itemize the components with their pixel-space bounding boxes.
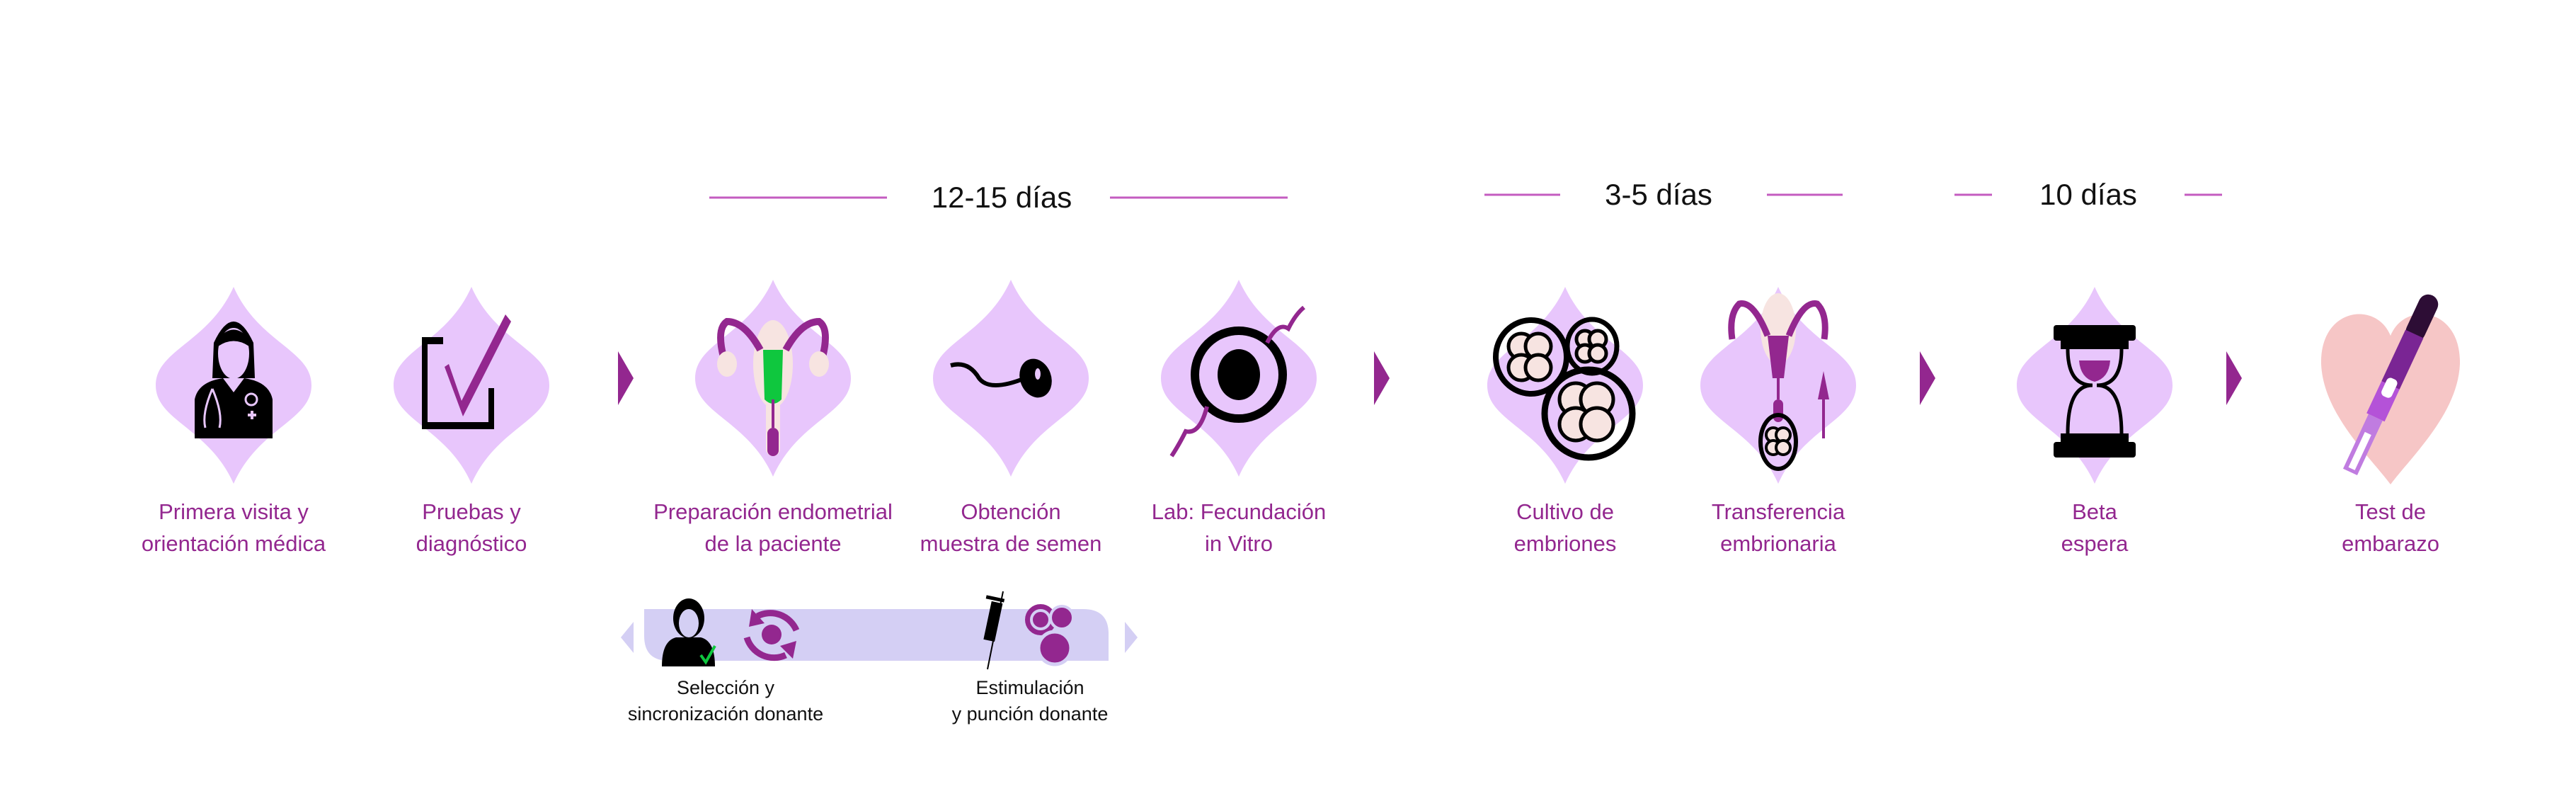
embryos-icon: [1493, 317, 1636, 461]
step-label: Primera visita y: [159, 499, 309, 524]
step-label: orientación médica: [142, 531, 326, 556]
step-ivf-lab: Lab: Fecundación in Vitro: [1152, 280, 1326, 556]
uterus-icon: [717, 317, 829, 456]
step-semen-sample: Obtención muestra de semen: [920, 280, 1102, 556]
step-tests: Pruebas y diagnóstico: [394, 287, 549, 556]
phase-label: 12-15 días: [932, 181, 1072, 214]
phase-header-12-15: 12-15 días: [709, 181, 1288, 214]
step-pregnancy-test: Test de embarazo: [2320, 294, 2461, 556]
phase-label: 3-5 días: [1605, 178, 1712, 211]
arrow-right-icon: [1374, 351, 1390, 405]
hourglass-icon: [2054, 325, 2136, 458]
donor-label: Selección y: [677, 677, 775, 698]
step-label: Pruebas y: [422, 499, 521, 524]
sperm-icon: [950, 358, 1052, 398]
step-label: in Vitro: [1205, 531, 1273, 556]
step-label: embarazo: [2342, 531, 2439, 556]
phase-header-10: 10 días: [1954, 178, 2222, 211]
doctor-icon: [195, 322, 273, 438]
step-embryo-culture: Cultivo de embriones: [1487, 287, 1643, 556]
arrow-right-icon: [1920, 351, 1935, 405]
arrow-left-icon[interactable]: [621, 622, 634, 653]
step-beta-wait: Beta espera: [2017, 287, 2173, 556]
embryo-transfer-icon: [1728, 293, 1829, 471]
step-label: de la paciente: [704, 531, 841, 556]
donor-label: Estimulación: [975, 677, 1084, 698]
arrow-right-icon: [618, 351, 634, 405]
syringe-oocytes-icon: [983, 591, 1075, 670]
arrow-right-icon[interactable]: [1125, 622, 1138, 653]
step-label: muestra de semen: [920, 531, 1102, 556]
arrow-right-icon: [2226, 351, 2242, 405]
step-label: Cultivo de: [1516, 499, 1614, 524]
step-label: Obtención: [961, 499, 1060, 524]
step-label: embriones: [1514, 531, 1617, 556]
step-label: Lab: Fecundación: [1152, 499, 1326, 524]
donor-sync-icon: [662, 598, 800, 666]
step-label: Test de: [2355, 499, 2426, 524]
phase-label: 10 días: [2039, 178, 2137, 211]
step-first-visit: Primera visita y orientación médica: [142, 287, 326, 556]
step-label: espera: [2061, 531, 2129, 556]
step-label: Preparación endometrial: [653, 499, 893, 524]
donor-label: y punción donante: [952, 703, 1109, 725]
checkbox-icon: [422, 314, 511, 429]
donor-track: Selección y sincronización donante Estim…: [621, 591, 1138, 725]
step-label: embrionaria: [1720, 531, 1836, 556]
step-endometrial-prep: Preparación endometrial de la paciente: [653, 280, 893, 556]
step-label: Transferencia: [1712, 499, 1845, 524]
pregnancy-test-icon: [2342, 294, 2439, 476]
step-label: diagnóstico: [416, 531, 527, 556]
phase-header-3-5: 3-5 días: [1484, 178, 1843, 211]
donor-label: sincronización donante: [628, 703, 823, 725]
step-label: Beta: [2072, 499, 2118, 524]
egg-fertilization-icon: [1169, 305, 1305, 458]
step-embryo-transfer: Transferencia embrionaria: [1700, 287, 1856, 556]
